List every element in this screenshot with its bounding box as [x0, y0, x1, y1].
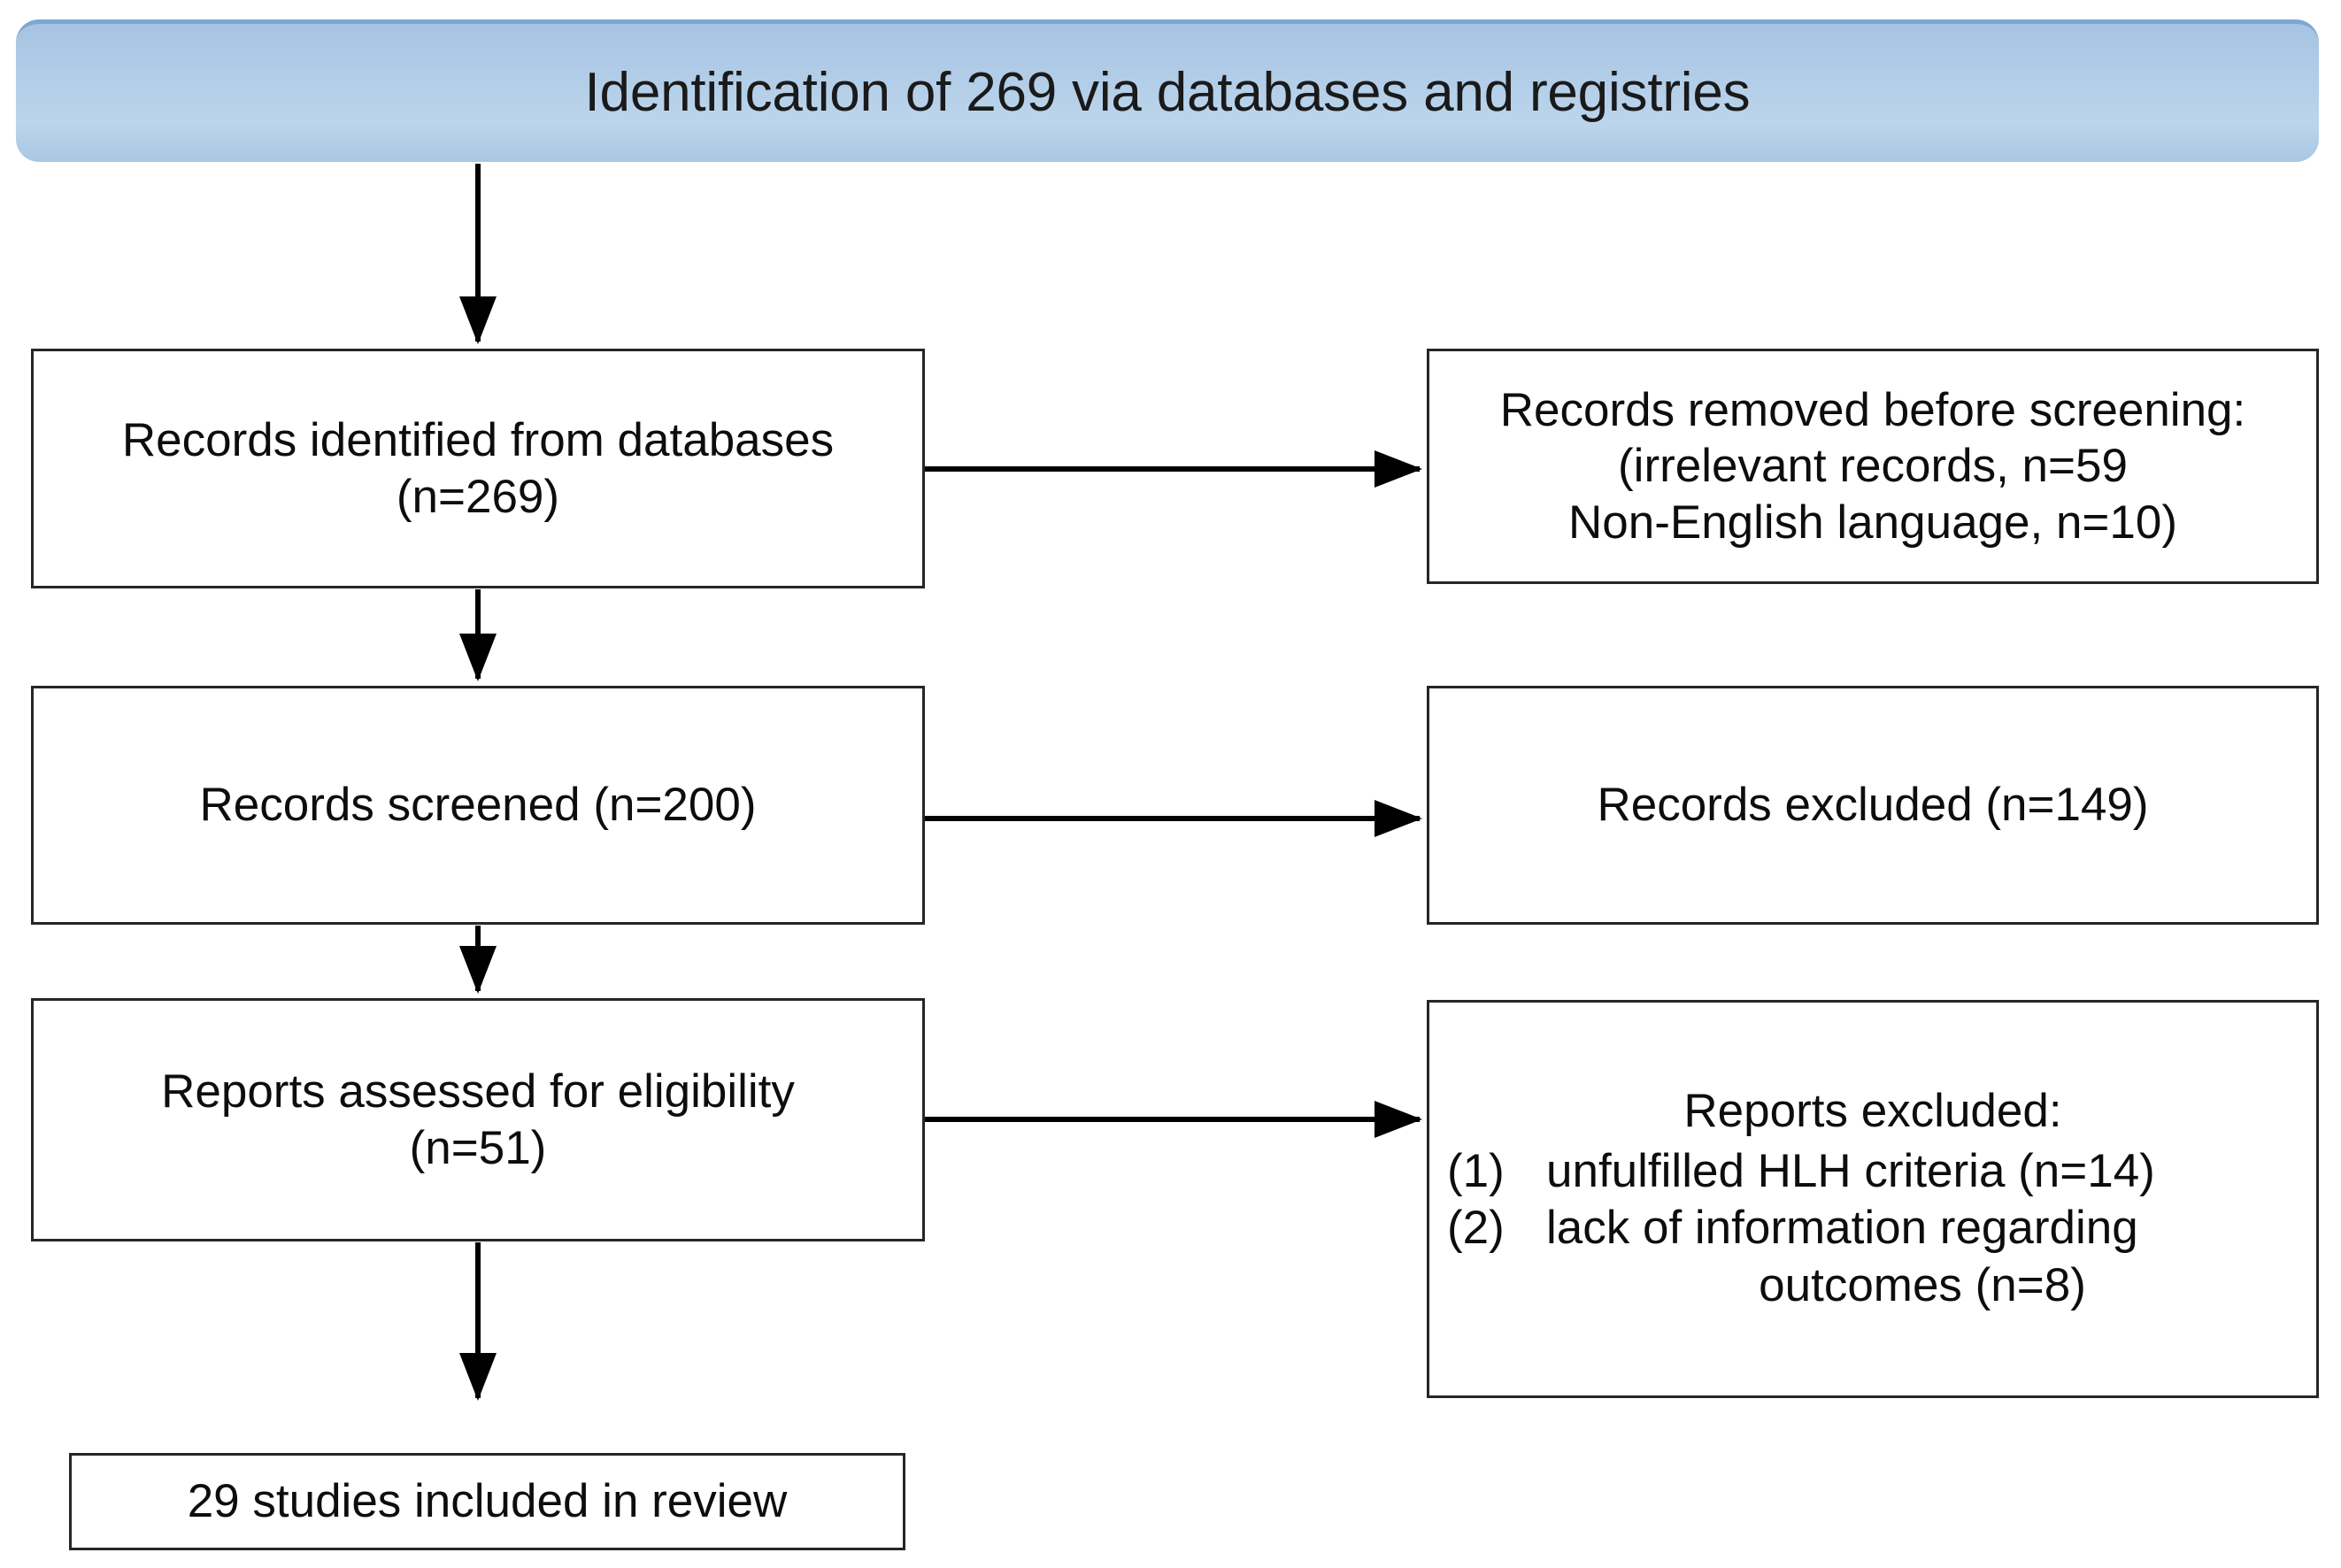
box-records-excluded-text: Records excluded (n=149) [1597, 779, 2149, 832]
box-reports-assessed-eligibility-text: Reports assessed for eligibility (n=51) [161, 1065, 795, 1174]
box-records-screened: Records screened (n=200) [31, 686, 925, 925]
reports-excluded-item-2-marker: (2) [1447, 1202, 1505, 1255]
reports-excluded-content: Reports excluded: (1) unfulfilled HLH cr… [1429, 1083, 2316, 1315]
box-studies-included: 29 studies included in review [69, 1453, 905, 1550]
reports-excluded-item-1-marker: (1) [1447, 1144, 1505, 1197]
reports-excluded-heading: Reports excluded: [1683, 1085, 2062, 1138]
box-records-screened-text: Records screened (n=200) [199, 779, 757, 832]
box-reports-excluded: Reports excluded: (1) unfulfilled HLH cr… [1427, 1000, 2319, 1398]
box-records-excluded: Records excluded (n=149) [1427, 686, 2319, 925]
box-records-removed: Records removed before screening: (irrel… [1427, 349, 2319, 584]
reports-excluded-item-2-body: lack of information regarding outcomes (… [1546, 1200, 2299, 1314]
reports-excluded-item-2: (2) lack of information regarding outcom… [1447, 1200, 2299, 1314]
identification-banner: Identification of 269 via databases and … [16, 19, 2319, 162]
box-studies-included-text: 29 studies included in review [187, 1475, 788, 1528]
reports-excluded-item-1: (1) unfulfilled HLH criteria (n=14) [1447, 1143, 2299, 1201]
box-records-removed-text: Records removed before screening: (irrel… [1499, 383, 2246, 549]
reports-excluded-item-2-text: lack of information regarding [1546, 1202, 2138, 1255]
reports-excluded-item-2-continuation: outcomes (n=8) [1759, 1259, 2086, 1312]
reports-excluded-list: (1) unfulfilled HLH criteria (n=14) (2) … [1447, 1143, 2299, 1315]
reports-excluded-item-1-text: unfulfilled HLH criteria (n=14) [1546, 1144, 2155, 1197]
box-reports-assessed-eligibility: Reports assessed for eligibility (n=51) [31, 998, 925, 1241]
banner-title: Identification of 269 via databases and … [584, 61, 1751, 123]
box-records-identified: Records identified from databases (n=269… [31, 349, 925, 588]
box-records-identified-text: Records identified from databases (n=269… [121, 413, 835, 523]
